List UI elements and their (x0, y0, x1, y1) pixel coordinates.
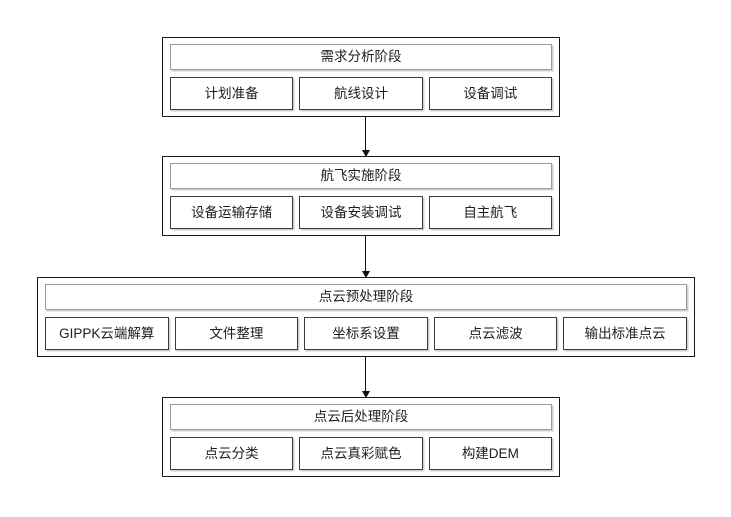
step-box[interactable]: GIPPK云端解算 (45, 317, 169, 350)
step-box[interactable]: 点云滤波 (433, 317, 558, 350)
stage-title-2: 航飞实施阶段 (170, 163, 552, 189)
step-box[interactable]: 文件整理 (174, 317, 299, 350)
step-box[interactable]: 计划准备 (170, 77, 294, 110)
step-box[interactable]: 点云真彩赋色 (299, 437, 423, 470)
step-box[interactable]: 点云分类 (170, 437, 294, 470)
stage-steps-row-3: GIPPK云端解算 文件整理 坐标系设置 点云滤波 输出标准点云 (45, 317, 687, 350)
stage-title-1: 需求分析阶段 (170, 44, 552, 70)
stage-steps-row-2: 设备运输存储 设备安装调试 自主航飞 (170, 196, 552, 229)
stage-steps-row-1: 计划准备 航线设计 设备调试 (170, 77, 552, 110)
step-box[interactable]: 设备安装调试 (299, 196, 423, 229)
step-box[interactable]: 构建DEM (428, 437, 552, 470)
step-box[interactable]: 自主航飞 (428, 196, 552, 229)
stage-title-4: 点云后处理阶段 (170, 404, 552, 430)
stage-block-2: 航飞实施阶段 设备运输存储 设备安装调试 自主航飞 (162, 156, 560, 236)
arrowhead-icon (361, 391, 370, 398)
stage-block-4: 点云后处理阶段 点云分类 点云真彩赋色 构建DEM (162, 397, 560, 477)
connector-arrow-3 (361, 357, 370, 398)
stage-steps-row-4: 点云分类 点云真彩赋色 构建DEM (170, 437, 552, 470)
arrowhead-icon (361, 271, 370, 278)
step-box[interactable]: 设备调试 (428, 77, 552, 110)
connector-arrow-1 (361, 117, 370, 157)
stage-block-1: 需求分析阶段 计划准备 航线设计 设备调试 (162, 37, 560, 117)
step-box[interactable]: 输出标准点云 (563, 317, 687, 350)
connector-arrow-2 (361, 236, 370, 278)
stage-block-3: 点云预处理阶段 GIPPK云端解算 文件整理 坐标系设置 点云滤波 输出标准点云 (37, 277, 695, 357)
stage-title-3: 点云预处理阶段 (45, 284, 687, 310)
arrowhead-icon (361, 150, 370, 157)
step-box[interactable]: 坐标系设置 (304, 317, 428, 350)
step-box[interactable]: 设备运输存储 (170, 196, 294, 229)
step-box[interactable]: 航线设计 (299, 77, 423, 110)
